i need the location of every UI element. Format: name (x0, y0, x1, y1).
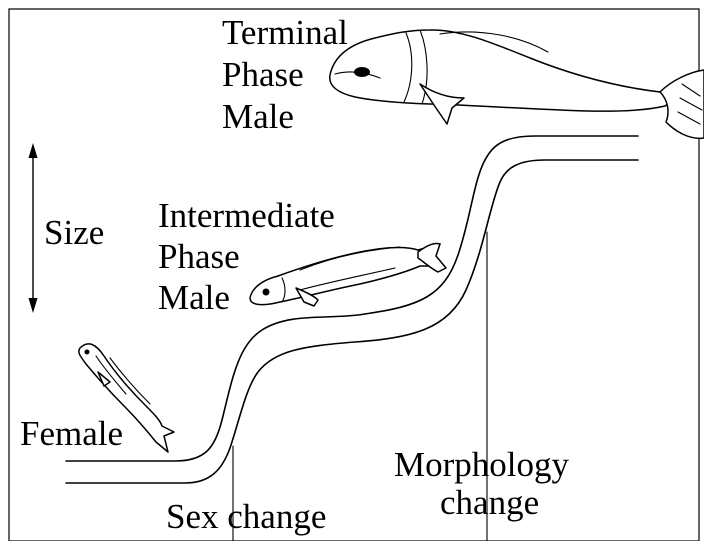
arrowhead-up-icon (29, 143, 38, 158)
size-arrow (29, 143, 38, 313)
intermediate-label-line3: Male (158, 278, 230, 317)
morphology-label-line2: change (440, 483, 539, 522)
morphology-label-line1: Morphology (394, 445, 570, 484)
intermediate-phase-male-fish-icon (250, 243, 446, 306)
terminal-label-line3: Male (222, 97, 294, 136)
intermediate-label-line2: Phase (158, 237, 240, 276)
terminal-label-line1: Terminal (222, 13, 348, 52)
size-label: Size (44, 213, 104, 252)
female-label: Female (20, 414, 123, 453)
terminal-label-line2: Phase (222, 55, 304, 94)
arrowhead-down-icon (29, 298, 38, 313)
terminal-phase-male-fish-icon (330, 30, 704, 138)
sex-change-label: Sex change (166, 497, 326, 536)
intermediate-label-line1: Intermediate (158, 196, 335, 235)
